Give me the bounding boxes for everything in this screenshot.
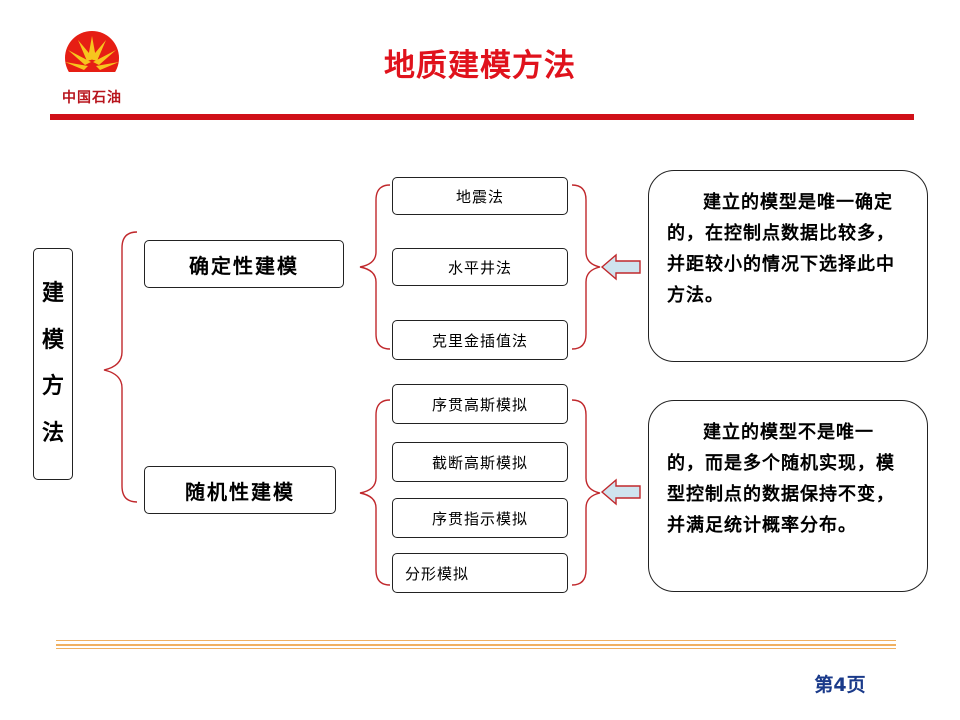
stochastic-note-text: 建立的模型不是唯一的，而是多个随机实现，模型控制点的数据保持不变，并满足统计概率… — [667, 422, 895, 536]
stochastic-note: 建立的模型不是唯一的，而是多个随机实现，模型控制点的数据保持不变，并满足统计概率… — [648, 400, 928, 592]
title-divider — [50, 114, 914, 120]
deterministic-note: 建立的模型是唯一确定的，在控制点数据比较多，并距较小的情况下选择此中方法。 — [648, 170, 928, 362]
footer-line — [56, 644, 896, 646]
method-box-kriging: 克里金插值法 — [392, 320, 568, 360]
stochastic-box: 随机性建模 — [144, 466, 336, 514]
method-box-horizontal-well: 水平井法 — [392, 248, 568, 286]
footer-line — [56, 648, 896, 649]
method-box-sgs: 序贯高斯模拟 — [392, 384, 568, 424]
method-box-seismic: 地震法 — [392, 177, 568, 215]
deterministic-arrow — [600, 253, 641, 281]
deterministic-right-brace — [571, 184, 601, 350]
page-title: 地质建模方法 — [384, 48, 576, 84]
cnpc-logo: 中国石油 — [52, 28, 132, 106]
root-char: 建 — [41, 281, 64, 307]
root-char: 法 — [41, 420, 64, 446]
stochastic-right-brace — [571, 399, 601, 586]
footer-line — [56, 640, 896, 641]
deterministic-box: 确定性建模 — [144, 240, 344, 288]
method-box-sis: 序贯指示模拟 — [392, 498, 568, 538]
root-char: 方 — [41, 374, 64, 400]
deterministic-note-text: 建立的模型是唯一确定的，在控制点数据比较多，并距较小的情况下选择此中方法。 — [667, 192, 895, 306]
deterministic-brace — [359, 184, 391, 350]
logo-text: 中国石油 — [62, 90, 122, 106]
page-number: 第4页 — [814, 674, 866, 696]
method-box-fractal: 分形模拟 — [392, 553, 568, 593]
stochastic-brace — [359, 399, 391, 586]
root-box: 建 模 方 法 — [33, 248, 73, 480]
method-box-truncated-gaussian: 截断高斯模拟 — [392, 442, 568, 482]
cnpc-logo-icon — [63, 31, 121, 86]
root-brace — [103, 231, 138, 503]
root-char: 模 — [41, 327, 64, 353]
stochastic-arrow — [600, 478, 641, 506]
